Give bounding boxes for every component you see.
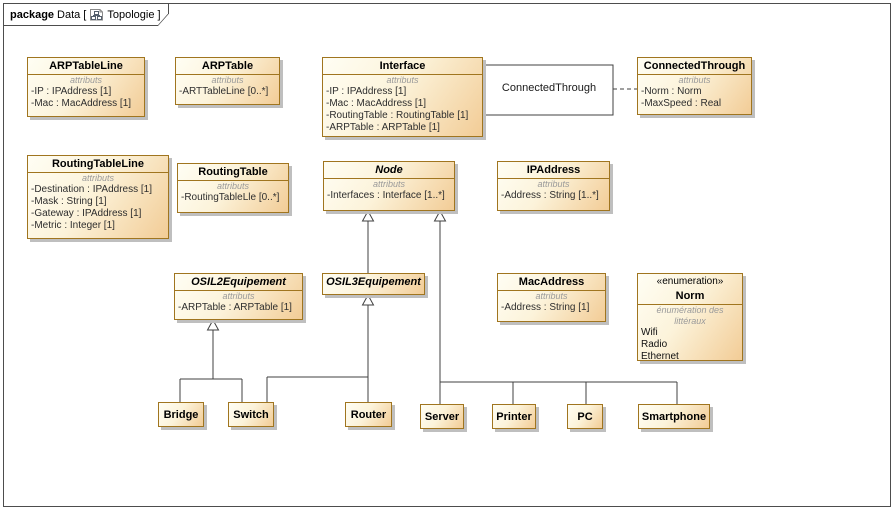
attribute: -MaxSpeed : Real: [641, 98, 722, 109]
attribute: -Mask : String [1]: [31, 196, 107, 207]
class-pc[interactable]: PC: [567, 404, 603, 429]
class-title: MacAddress: [518, 276, 585, 288]
class-title: Smartphone: [641, 410, 707, 423]
attribute: -IP : IPAddress [1]: [326, 86, 407, 97]
class-osil2equipement[interactable]: OSIL2Equipement attributs -ARPTable : AR…: [174, 273, 303, 320]
attributes-label: attributs: [216, 181, 249, 191]
class-title: Router: [350, 408, 387, 421]
class-smartphone[interactable]: Smartphone: [638, 404, 710, 429]
enumeration-norm[interactable]: «enumeration» Norm énumération des litté…: [637, 273, 743, 362]
generalization-bridge-switch-osil2[interactable]: [179, 330, 243, 402]
attribute: -RoutingTableLle [0..*]: [181, 192, 280, 203]
attribute: -IP : IPAddress [1]: [31, 86, 112, 97]
class-macaddress[interactable]: MacAddress attributs -Address : String […: [497, 273, 606, 322]
attribute: -ARPTable : ARPTable [1]: [326, 122, 440, 133]
class-router[interactable]: Router: [345, 402, 392, 427]
class-switch[interactable]: Switch: [228, 402, 274, 427]
class-ipaddress[interactable]: IPAddress attributs -Address : String [1…: [497, 161, 610, 211]
class-title: PC: [577, 410, 593, 423]
enum-literal: Radio: [641, 339, 668, 350]
package-keyword: package: [10, 8, 55, 21]
generalization-arrow: [433, 209, 447, 222]
attributes-label: attributs: [678, 75, 711, 85]
attribute: -Mac : MacAddress [1]: [31, 98, 132, 109]
attributes-label: attributs: [81, 173, 114, 183]
package-name: Data: [57, 8, 81, 21]
class-connectedthrough[interactable]: ConnectedThrough attributs -Norm : Norm …: [637, 57, 752, 115]
class-title: Switch: [233, 408, 269, 421]
attributes-label: attributs: [222, 291, 255, 301]
class-title: Printer: [496, 410, 532, 423]
class-title: RoutingTable: [198, 166, 268, 178]
class-routingtable[interactable]: RoutingTable attributs -RoutingTableLle …: [177, 163, 289, 213]
class-title: Norm: [675, 290, 705, 302]
association-connectedthrough-loop[interactable]: [484, 64, 614, 116]
attributes-label: attributs: [69, 75, 102, 85]
attribute: -ARPTable : ARPTable [1]: [178, 302, 292, 313]
class-bridge[interactable]: Bridge: [158, 402, 204, 427]
class-osil3equipement[interactable]: OSIL3Equipement: [322, 273, 425, 295]
attribute: -Address : String [1..*]: [501, 190, 599, 201]
attribute: -Destination : IPAddress [1]: [31, 184, 152, 195]
attribute: -Address : String [1]: [501, 302, 590, 313]
class-arptableline[interactable]: ARPTableLine attributs -IP : IPAddress […: [27, 57, 145, 117]
class-title: IPAddress: [526, 164, 581, 176]
class-server[interactable]: Server: [420, 404, 464, 429]
generalization-arrow: [361, 209, 375, 222]
attributes-label: attributs: [211, 75, 244, 85]
class-title: RoutingTableLine: [51, 158, 145, 170]
class-interface[interactable]: Interface attributs -IP : IPAddress [1] …: [322, 57, 483, 137]
class-title: OSIL3Equipement: [326, 276, 421, 288]
attribute: -Interfaces : Interface [1..*]: [327, 190, 445, 201]
attribute: -RoutingTable : RoutingTable [1]: [326, 110, 469, 121]
generalization-switch-router-osil3[interactable]: [266, 305, 369, 402]
class-title: Bridge: [163, 408, 199, 421]
attributes-label: attributs: [535, 291, 568, 301]
generalization-devices-node[interactable]: [439, 221, 678, 404]
diagram-name: Topologie: [107, 8, 155, 21]
class-title: OSIL2Equipement: [191, 276, 286, 288]
attributes-label: attributs: [537, 179, 570, 189]
association-label[interactable]: ConnectedThrough: [501, 82, 597, 94]
attribute: -Gateway : IPAddress [1]: [31, 208, 142, 219]
enum-literal: Wifi: [641, 327, 658, 338]
class-title: Node: [375, 164, 403, 176]
bracket-close: ]: [157, 8, 161, 21]
package-tab[interactable]: package Data [ Topologie ]: [3, 3, 169, 26]
class-title: ARPTable: [201, 60, 254, 72]
attributes-label: attributs: [386, 75, 419, 85]
attributes-label: attributs: [372, 179, 405, 189]
class-title: ConnectedThrough: [643, 60, 746, 72]
enum-literal: Ethernet: [641, 351, 679, 362]
enum-literals-label: énumération des littéraux: [656, 305, 724, 326]
class-arptable[interactable]: ARPTable attributs -ARTTableLine [0..*]: [175, 57, 280, 105]
stereotype: «enumeration»: [656, 276, 724, 287]
generalization-arrow: [206, 318, 220, 331]
attribute: -Mac : MacAddress [1]: [326, 98, 427, 109]
class-title: ARPTableLine: [49, 60, 123, 72]
attribute: -Metric : Integer [1]: [31, 220, 115, 231]
class-printer[interactable]: Printer: [492, 404, 536, 429]
generalization-arrow: [361, 293, 375, 306]
attribute: -ARTTableLine [0..*]: [179, 86, 269, 97]
class-title: Server: [424, 410, 460, 423]
attribute: -Norm : Norm: [641, 86, 702, 97]
class-routingtableline[interactable]: RoutingTableLine attributs -Destination …: [27, 155, 169, 239]
diagram-icon: [89, 8, 104, 22]
class-node[interactable]: Node attributs -Interfaces : Interface […: [323, 161, 455, 211]
class-title: Interface: [379, 60, 426, 72]
bracket-open: [: [83, 8, 87, 21]
